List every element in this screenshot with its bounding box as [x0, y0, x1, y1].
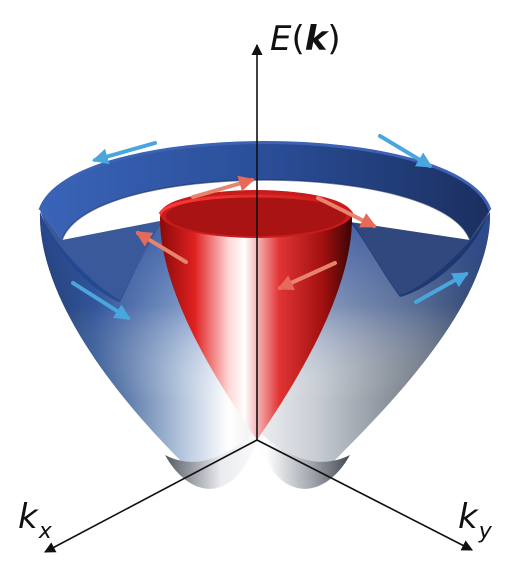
ky-axis	[256, 439, 473, 551]
spin-arrow-icon	[414, 272, 469, 304]
spin-arrow-icon	[378, 134, 433, 168]
inner-band-surface	[158, 190, 354, 440]
ky-axis-label: ky	[458, 497, 493, 544]
spin-arrow-icon	[277, 261, 337, 290]
kx-axis-label: kx	[18, 497, 53, 544]
kx-axis	[44, 439, 258, 553]
spin-arrow-icon	[191, 175, 256, 199]
spin-arrow-icon	[91, 141, 157, 165]
spin-arrow-icon	[316, 196, 377, 228]
spin-arrow-icon	[71, 281, 131, 320]
axes	[44, 43, 473, 553]
outer-spin-arrows	[71, 134, 469, 320]
inner-spin-arrows	[135, 175, 377, 290]
energy-axis-label: E(k)	[270, 19, 341, 59]
spin-arrow-icon	[135, 231, 188, 264]
